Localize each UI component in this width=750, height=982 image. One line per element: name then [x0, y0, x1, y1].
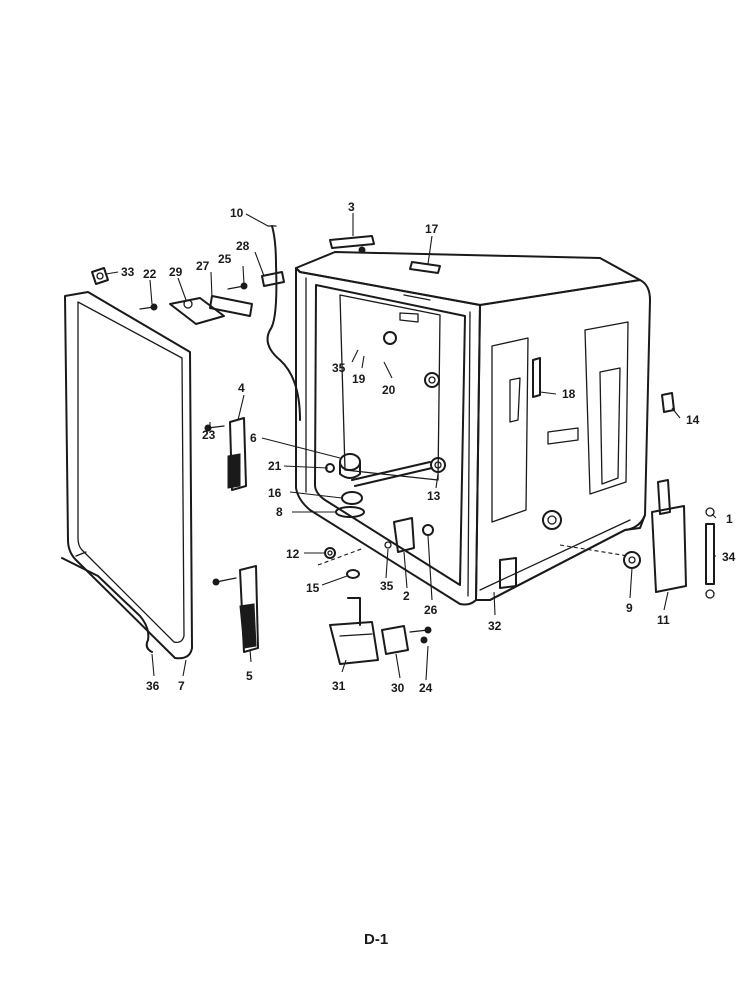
- callout-36: 36: [146, 679, 160, 693]
- callout-33: 33: [121, 265, 135, 279]
- callout-17: 17: [425, 222, 439, 236]
- callout-24: 24: [419, 681, 433, 695]
- callout-3: 3: [348, 200, 355, 214]
- callout-26: 26: [424, 603, 438, 617]
- door-panel: [61, 291, 193, 660]
- callout-6: 6: [250, 431, 257, 445]
- callout-5: 5: [246, 669, 253, 683]
- callout-19: 19: [352, 372, 366, 386]
- callout-28: 28: [236, 239, 250, 253]
- hinge-parts: [204, 417, 259, 653]
- right-side-parts: [651, 392, 715, 599]
- callout-31: 31: [332, 679, 346, 693]
- callout-18: 18: [562, 387, 576, 401]
- bottom-hardware: [317, 453, 434, 665]
- callout-35b: 35: [380, 579, 394, 593]
- callout-21: 21: [268, 459, 282, 473]
- callout-15: 15: [306, 581, 320, 595]
- callout-34: 34: [722, 550, 736, 564]
- tub-assembly: [295, 251, 651, 606]
- top-hardware: [91, 235, 375, 325]
- callout-labels: 10 3 17 28 25 27 29 22 33 35 19 20 4 23 …: [121, 200, 736, 695]
- callout-14: 14: [686, 413, 700, 427]
- callout-1: 1: [726, 512, 733, 526]
- callout-20: 20: [382, 383, 396, 397]
- callout-7: 7: [178, 679, 185, 693]
- callout-leaders: [105, 213, 717, 681]
- callout-32: 32: [488, 619, 502, 633]
- callout-2: 2: [403, 589, 410, 603]
- callout-29: 29: [169, 265, 183, 279]
- callout-9: 9: [626, 601, 633, 615]
- callout-27: 27: [196, 259, 210, 273]
- callout-10: 10: [230, 206, 244, 220]
- callout-22: 22: [143, 267, 157, 281]
- callout-8: 8: [276, 505, 283, 519]
- callout-23: 23: [202, 428, 216, 442]
- callout-12: 12: [286, 547, 300, 561]
- callout-35a: 35: [332, 361, 346, 375]
- callout-13: 13: [427, 489, 441, 503]
- callout-4: 4: [238, 381, 245, 395]
- callout-25: 25: [218, 252, 232, 266]
- hose: [266, 225, 301, 421]
- page-code: D-1: [364, 931, 388, 948]
- callout-11: 11: [657, 613, 670, 627]
- callout-16: 16: [268, 486, 282, 500]
- callout-30: 30: [391, 681, 405, 695]
